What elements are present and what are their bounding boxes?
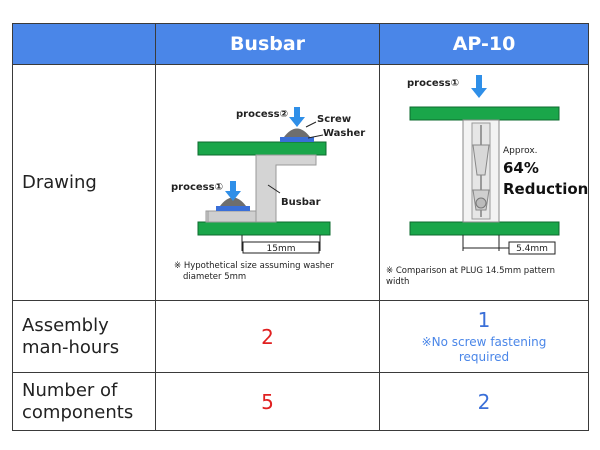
assembly-busbar-cell: 2 (155, 300, 380, 373)
components-busbar-cell: 5 (155, 372, 380, 431)
assembly-ap10-note-1: ※No screw fastening (421, 335, 547, 349)
ap10-caption-2: width (386, 277, 409, 287)
components-label-2: components (22, 401, 134, 423)
busbar-dimension: 15mm (267, 244, 296, 254)
drawing-label: Drawing (22, 171, 97, 193)
busbar-drawing-cell: process② Screw Washer process① Busbar 15… (155, 64, 380, 301)
bottom-board (197, 221, 331, 236)
header-ap10: AP-10 (379, 23, 589, 65)
ap10-drawing: process① Approx. 64% Reduction (386, 75, 588, 287)
ap10-dim-box (508, 241, 556, 255)
busbar-leader (267, 184, 281, 194)
washer-label: Washer (323, 128, 365, 139)
components-row-label: Number of components (12, 372, 156, 431)
busbar-label: Busbar (281, 197, 321, 208)
washer-leader (307, 134, 324, 139)
busbar-foot (207, 210, 257, 223)
assembly-ap10-cell: 1 ※No screw fastening required (379, 300, 589, 373)
components-ap10-cell: 2 (379, 372, 589, 431)
ap10-drawing-cell: process① Approx. 64% Reduction (379, 64, 589, 301)
busbar-caption-2: diameter 5mm (183, 272, 246, 282)
lower-washer (216, 206, 250, 211)
process2-arrow (289, 107, 305, 127)
ap10-caption-1: ※ Comparison at PLUG 14.5mm pattern (386, 266, 555, 276)
ap10-process1-label: process① (407, 78, 459, 89)
screw-label: Screw (317, 114, 351, 125)
ap10-bottom-board (409, 221, 560, 236)
top-board (197, 141, 327, 156)
drawing-row-label: Drawing (12, 64, 156, 301)
ap10-process1-arrow (471, 75, 487, 98)
assembly-label-1: Assembly (22, 314, 109, 336)
process2-label: process② (236, 109, 288, 120)
components-label-1: Number of (22, 379, 118, 401)
assembly-busbar-value: 2 (261, 324, 274, 349)
busbar-caption-1: ※ Hypothetical size assuming washer (174, 261, 334, 271)
assembly-row: Assembly man-hours 2 1 ※No screw fasteni… (12, 300, 589, 373)
upper-screw (284, 128, 310, 137)
percent-label: 64% (503, 159, 539, 177)
assembly-ap10-note-2: required (458, 350, 510, 364)
header-row: Busbar AP-10 (12, 23, 589, 65)
ap10-dimension: 5.4mm (516, 244, 548, 254)
process1-label: process① (171, 182, 223, 193)
dim-box (242, 241, 320, 254)
upper-washer (280, 137, 314, 142)
comparison-table: Busbar AP-10 Drawing (12, 23, 589, 431)
assembly-ap10-value: 1 (477, 308, 491, 332)
drawing-row: Drawing (12, 64, 589, 301)
assembly-label-2: man-hours (22, 336, 120, 358)
process1-arrow (225, 181, 241, 201)
lower-screw (220, 197, 246, 206)
assembly-row-label: Assembly man-hours (12, 300, 156, 373)
components-busbar-value: 5 (261, 389, 274, 414)
header-busbar: Busbar (155, 23, 380, 65)
components-row: Number of components 5 2 (12, 372, 589, 431)
ap10-top-board (409, 106, 560, 121)
busbar-drawing: process② Screw Washer process① Busbar 15… (171, 107, 365, 282)
screw-leader (305, 121, 317, 128)
ap10-connector (462, 119, 500, 223)
approx-label: Approx. (503, 146, 538, 156)
components-ap10-value: 2 (477, 389, 491, 414)
header-empty-cell (12, 23, 156, 65)
reduction-label: Reduction (503, 180, 588, 198)
